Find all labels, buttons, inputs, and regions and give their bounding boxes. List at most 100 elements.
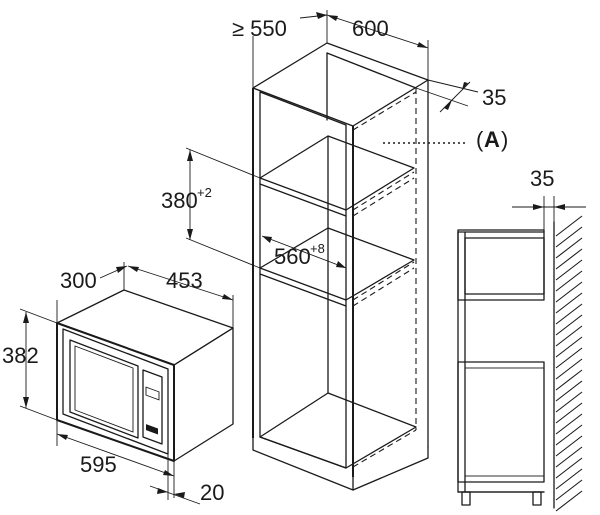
dim-600-line: [326, 14, 429, 49]
label-appliance-height: 382: [2, 343, 39, 368]
hatch-line: [555, 435, 583, 457]
hatch-line: [555, 237, 583, 259]
hatch-line: [555, 270, 583, 292]
hatch-line: [555, 226, 583, 248]
hatch-line: [555, 446, 583, 468]
side-foot-back: [532, 491, 542, 506]
cabinet-plinth: [252, 437, 429, 491]
hidden-line: [352, 177, 415, 217]
side-foot-front: [461, 491, 471, 506]
hatch-line: [555, 424, 583, 446]
hidden-line: [352, 261, 415, 301]
label-niche-width: 560: [274, 244, 311, 269]
microwave-display: [145, 386, 160, 401]
dim-453-line: [127, 265, 234, 301]
ext-line: [415, 87, 469, 107]
hatch-line: [555, 259, 583, 281]
hatch-line: [555, 347, 583, 369]
side-lower-inner: [464, 367, 545, 477]
hidden-line: [352, 171, 415, 211]
cabinet-back-top-edge: [326, 52, 417, 89]
hatch-line: [555, 325, 583, 347]
label-detail-close: ): [501, 127, 508, 152]
arrow: [327, 15, 338, 21]
hidden-line: [352, 91, 417, 131]
hatch-line: [555, 479, 583, 501]
arrow: [336, 261, 346, 268]
arrow: [163, 470, 174, 476]
hatch-line: [555, 358, 583, 380]
arrow: [174, 492, 185, 498]
arrow: [533, 204, 544, 210]
label-detail-letter: A: [484, 127, 500, 152]
cabinet-shelf-lower-edge: [259, 273, 347, 307]
label-detail-open: (: [476, 127, 484, 152]
wall-hatching: [555, 215, 583, 512]
label-cabinet-depth: ≥ 550: [232, 16, 287, 41]
hatch-line: [555, 314, 583, 336]
arrow: [222, 294, 233, 300]
label-front-depth: 20: [200, 480, 224, 505]
hatch-line: [555, 413, 583, 435]
arrow: [417, 42, 428, 48]
dim-595-line: [56, 433, 175, 477]
arrow: [157, 488, 168, 494]
dimension-labels: ≥ 550 600 35 ( A ) 380 +2 560 +8 300 453…: [2, 16, 554, 505]
microwave-button: [146, 424, 158, 435]
cabinet-top: [252, 42, 429, 127]
hatch-line: [555, 402, 583, 424]
label-appliance-width: 595: [80, 452, 117, 477]
ext-line: [19, 308, 58, 324]
ext-line: [185, 237, 261, 269]
arrow: [316, 12, 327, 19]
side-microwave: [464, 237, 545, 295]
dim-560-line: [261, 235, 347, 269]
ext-line: [427, 79, 479, 93]
hidden-line: [352, 429, 417, 468]
label-niche-height: 380: [161, 188, 198, 213]
arrow: [262, 236, 272, 243]
cabinet-shelf-lower: [259, 227, 415, 301]
label-appliance-height-side: 453: [166, 268, 203, 293]
microwave-door-window: [69, 339, 139, 439]
arrow: [554, 204, 565, 210]
microwave-control-panel: [142, 369, 163, 445]
tall-cabinet: [252, 42, 429, 491]
dimension-lines: [19, 10, 586, 505]
arrow: [128, 266, 139, 272]
hatch-line: [555, 369, 583, 391]
side-view: [457, 215, 583, 512]
cabinet-shelf-upper: [259, 135, 415, 211]
side-lower-compartment: [457, 361, 545, 483]
hatch-line: [555, 391, 583, 413]
dim-20-line: [149, 485, 201, 505]
cabinet-bottom: [259, 392, 417, 469]
cabinet-shelf-upper-edge: [259, 183, 347, 217]
hatch-line: [555, 490, 583, 512]
cabinet-front-frame: [259, 91, 347, 469]
microwave-door-inner: [74, 345, 134, 433]
arrow: [444, 100, 452, 110]
hatch-line: [555, 457, 583, 479]
arrow: [187, 150, 193, 161]
arrow: [116, 266, 127, 273]
ext-line: [185, 147, 261, 179]
arrow: [57, 434, 68, 440]
arrow: [187, 229, 193, 240]
hatch-line: [555, 336, 583, 358]
label-appliance-depth: 300: [60, 268, 97, 293]
label-niche-height-tol: +2: [197, 185, 212, 200]
arrow: [462, 82, 468, 90]
microwave-appliance: [56, 289, 234, 462]
label-side-gap: 35: [482, 85, 506, 110]
ext-line: [19, 405, 58, 421]
arrow: [23, 397, 29, 408]
hatch-line: [555, 248, 583, 270]
microwave-side: [173, 327, 234, 462]
arrow: [23, 312, 29, 323]
hatch-line: [555, 380, 583, 402]
hatch-line: [555, 468, 583, 490]
label-niche-width-tol: +8: [310, 241, 325, 256]
hatch-line: [555, 281, 583, 303]
